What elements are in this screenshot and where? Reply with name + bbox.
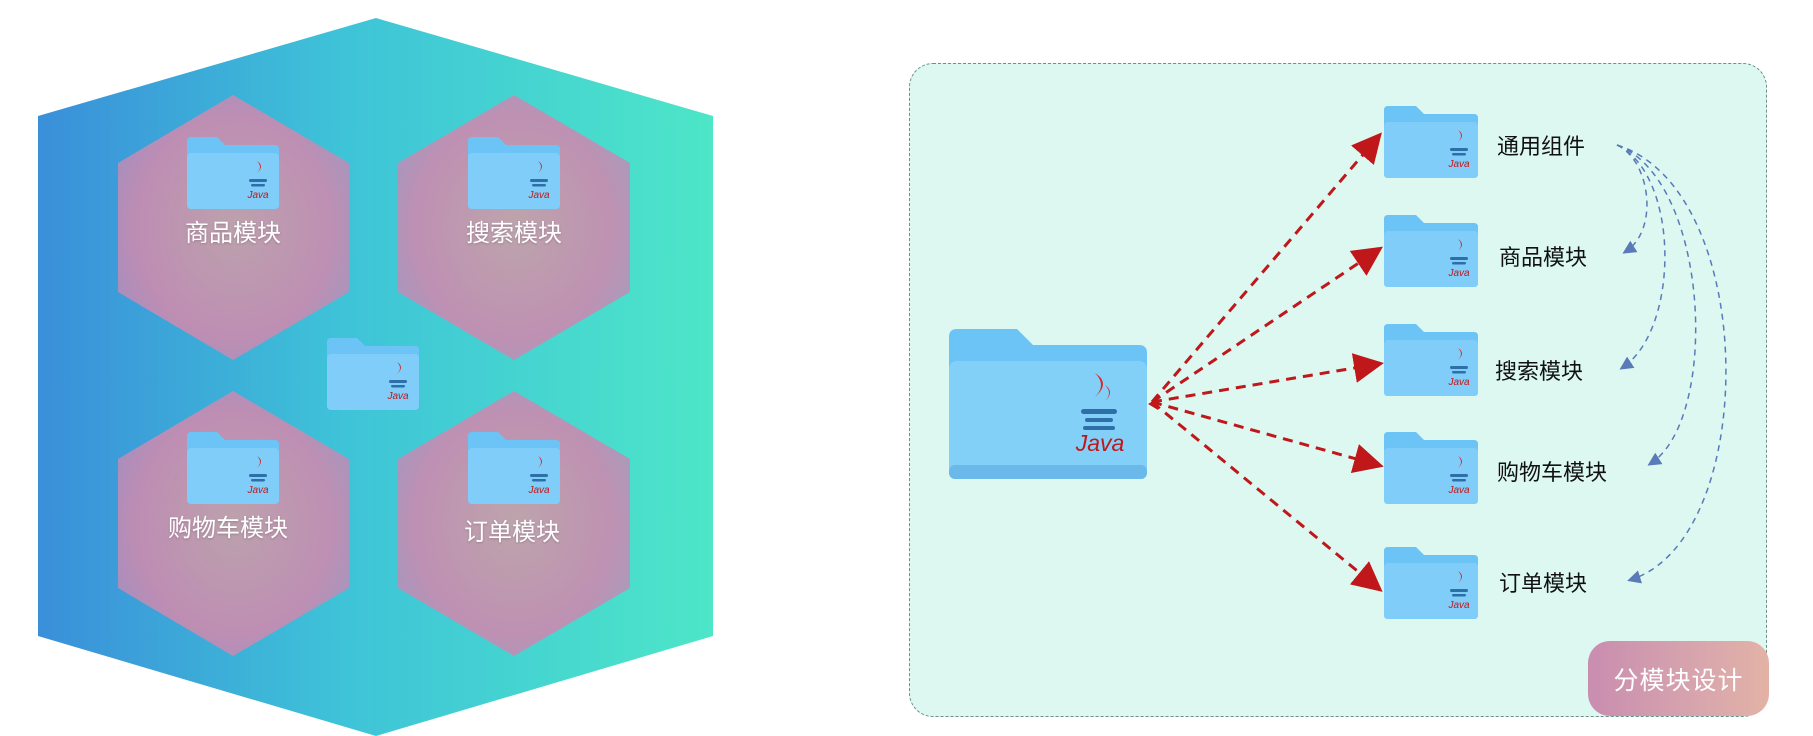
module-hexagon-4 [398, 391, 630, 656]
badge-label: 分模块设计 [1613, 665, 1744, 695]
arrow-to-cart [1151, 400, 1384, 474]
module-label-search: 搜索模块 [466, 219, 562, 247]
root-java-folder-icon: Java [949, 329, 1147, 479]
java-folder-icon: Java [187, 137, 279, 209]
java-text: Java [1447, 600, 1470, 611]
java-text: Java [527, 485, 550, 496]
dep-common-cart [1616, 144, 1697, 466]
module-label-cart: 购物车模块 [1497, 461, 1608, 486]
module-label-common: 通用组件 [1497, 135, 1586, 160]
java-text: Java [1075, 430, 1125, 456]
java-text: Java [1447, 377, 1470, 388]
module-design-badge: 分模块设计 [1588, 641, 1769, 716]
java-text: Java [246, 190, 269, 201]
arrow-to-common [1150, 132, 1382, 403]
module-label-order: 订单模块 [1499, 572, 1588, 597]
java-folder-icon: Java [1384, 432, 1478, 504]
dep-common-order [1616, 144, 1727, 584]
java-folder-icon: Java [187, 432, 279, 504]
java-text: Java [527, 190, 550, 201]
arrow-to-search [1151, 353, 1384, 404]
java-text: Java [1447, 268, 1470, 279]
java-folder-icon: Java [468, 137, 560, 209]
module-hexagon-3 [118, 391, 349, 656]
java-folder-icon: Java [1384, 324, 1478, 396]
arrow-to-order [1151, 400, 1383, 592]
dep-common-search [1616, 144, 1666, 370]
java-folder-icon: Java [327, 338, 419, 410]
module-hexagon-2 [398, 95, 630, 360]
module-label-order: 订单模块 [464, 518, 560, 546]
java-folder-icon: Java [1384, 106, 1478, 178]
module-label-cart: 购物车模块 [168, 514, 288, 542]
arrow-to-product [1151, 246, 1383, 404]
java-text: Java [246, 485, 269, 496]
module-label-search: 搜索模块 [1495, 360, 1584, 385]
module-label-product: 商品模块 [185, 219, 281, 247]
java-text: Java [386, 391, 409, 402]
java-text: Java [1447, 159, 1470, 170]
module-label-product: 商品模块 [1499, 246, 1588, 271]
java-text: Java [1447, 485, 1470, 496]
java-folder-icon: Java [1384, 547, 1478, 619]
dep-common-product [1616, 144, 1648, 254]
java-folder-icon: Java [468, 432, 560, 504]
java-folder-icon: Java [1384, 215, 1478, 287]
module-hexagon-1 [118, 95, 349, 360]
